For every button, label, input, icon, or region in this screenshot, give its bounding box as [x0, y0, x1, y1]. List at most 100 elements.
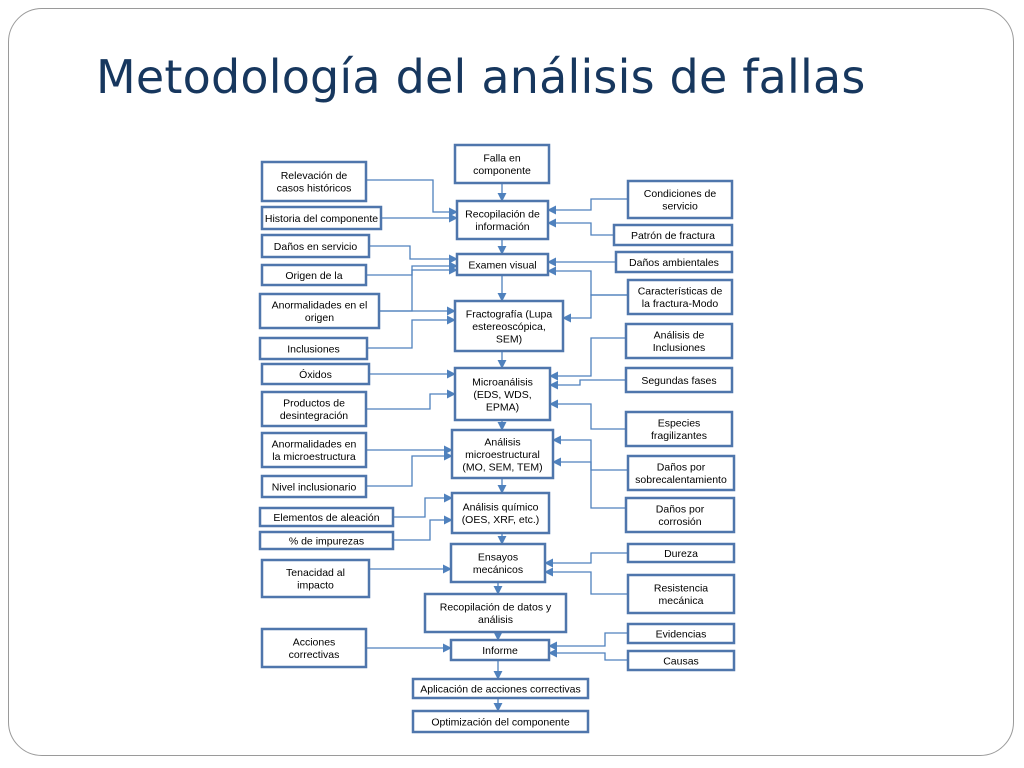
slide-title: Metodología del análisis de fallas	[96, 50, 866, 104]
node-label: Origen de la	[285, 270, 342, 282]
node-box	[260, 474, 368, 499]
connector-patron-to-recopilacion	[547, 218, 614, 236]
node-label: (OES, XRF, etc.)	[462, 514, 540, 526]
node-historia: Historia del componente	[260, 205, 383, 231]
connector-anormal_origen-to-examen	[379, 265, 458, 312]
node-label: EPMA)	[486, 401, 519, 413]
node-label: Patrón de fractura	[631, 230, 715, 242]
node-aplicacion: Aplicación de acciones correctivas	[411, 677, 590, 700]
node-box	[614, 250, 734, 274]
node-label: Evidencias	[656, 628, 707, 640]
connector-especies-to-microanalisis	[549, 399, 626, 430]
node-label: Falla en	[483, 153, 521, 165]
node-label: Análisis químico	[463, 502, 539, 514]
node-box	[260, 627, 368, 669]
node-causas: Causas	[626, 649, 736, 672]
node-box	[626, 542, 736, 564]
node-box	[624, 366, 734, 394]
connector-evidencias-to-informe	[548, 632, 628, 651]
node-label: Nivel inclusionario	[272, 481, 357, 493]
node-label: Daños por	[656, 504, 705, 516]
node-label: Daños en servicio	[274, 241, 358, 253]
node-patron: Patrón de fractura	[612, 223, 734, 247]
node-label: Fractografía (Lupa	[466, 308, 553, 320]
node-box	[260, 431, 368, 469]
node-label: la fractura-Modo	[642, 298, 719, 310]
node-examen: Examen visual	[455, 252, 550, 277]
node-label: fragilizantes	[651, 430, 707, 442]
node-box	[626, 649, 736, 672]
node-box	[624, 496, 736, 534]
node-informe: Informe	[449, 638, 551, 662]
node-label: Anormalidades en	[272, 439, 357, 451]
node-label: sobrecalentamiento	[635, 474, 727, 486]
node-box	[455, 252, 550, 277]
node-label: desintegración	[280, 410, 348, 422]
node-label: Informe	[482, 645, 518, 657]
node-label: Inclusiones	[287, 343, 340, 355]
node-label: Dureza	[664, 548, 698, 560]
node-label: Elementos de aleación	[273, 512, 379, 524]
node-box	[626, 278, 734, 316]
connector-segundas-to-microanalisis	[549, 379, 626, 390]
node-box	[260, 263, 368, 287]
node-box	[453, 366, 552, 422]
node-box	[450, 491, 551, 535]
node-danos_servicio: Daños en servicio	[260, 233, 371, 259]
node-label: correctivas	[289, 649, 340, 661]
node-box	[626, 622, 736, 645]
node-quimico: Análisis químico(OES, XRF, etc.)	[450, 491, 551, 535]
node-dureza: Dureza	[626, 542, 736, 564]
node-box	[453, 143, 551, 185]
node-label: microestructural	[465, 449, 540, 461]
node-segundas: Segundas fases	[624, 366, 734, 394]
node-label: casos históricos	[277, 183, 352, 195]
connector-caracteristicas-to-examen	[547, 266, 628, 296]
node-label: Análisis de	[654, 330, 705, 342]
node-label: mecánicos	[473, 564, 523, 576]
node-label: componente	[473, 165, 531, 177]
node-label: Inclusiones	[653, 342, 706, 354]
node-box	[449, 542, 547, 584]
connector-impurezas-to-quimico	[393, 515, 453, 541]
node-label: Resistencia	[654, 583, 708, 595]
node-label: Optimización del componente	[431, 716, 569, 728]
node-label: Historia del componente	[265, 213, 378, 225]
connector-dureza-to-ensayos	[544, 552, 628, 568]
node-label: análisis	[478, 614, 513, 626]
node-box	[624, 322, 734, 360]
node-evidencias: Evidencias	[626, 622, 736, 645]
node-label: Acciones	[293, 637, 336, 649]
node-box	[258, 530, 395, 551]
node-label: mecánica	[659, 595, 704, 607]
connector-causas-to-informe	[548, 648, 628, 661]
node-box	[449, 638, 551, 662]
node-label: Examen visual	[468, 259, 536, 271]
connector-productos-to-microanalisis	[366, 389, 456, 410]
node-label: Condiciones de	[644, 188, 717, 200]
node-ambientales: Daños ambientales	[614, 250, 734, 274]
node-box	[423, 592, 568, 634]
node-optimizacion: Optimización del componente	[411, 709, 590, 734]
connector-elementos-to-quimico	[393, 493, 453, 518]
node-label: la microestructura	[272, 451, 356, 463]
node-box	[450, 428, 555, 480]
node-label: Daños por	[657, 462, 706, 474]
node-label: estereoscópica,	[472, 321, 546, 333]
node-label: Ensayos	[478, 552, 518, 564]
node-label: Recopilación de datos y	[440, 602, 552, 614]
